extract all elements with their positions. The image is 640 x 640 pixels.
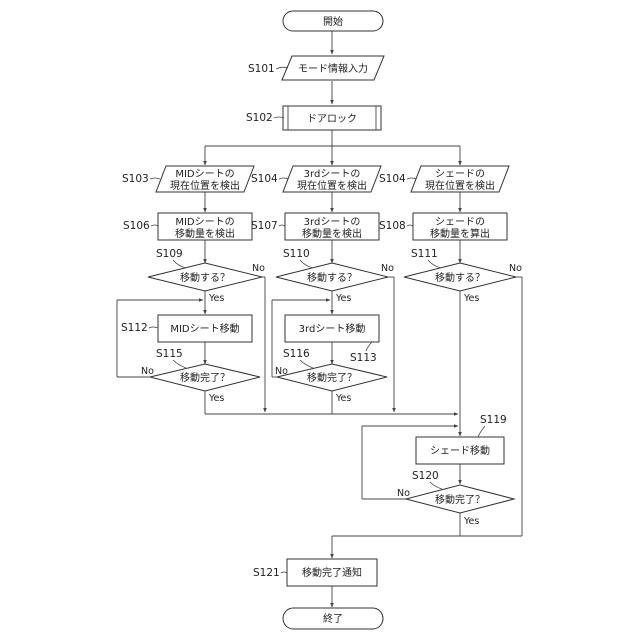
shade-done-no-label: No [397, 488, 410, 499]
mid-done-no-label: No [141, 366, 154, 377]
third-move-node: 3rdシート移動 [285, 315, 379, 342]
shade-amount-node: シェードの 移動量を算出 [413, 213, 507, 240]
step-s120: S120 [412, 470, 439, 482]
step-s103: S103 [122, 173, 149, 185]
third-amount-node: 3rdシートの 移動量を検出 [285, 213, 379, 240]
step-s116: S116 [283, 348, 310, 360]
shade-done-decision: 移動完了？ [406, 485, 514, 513]
shade-move-yes-label: Yes [463, 293, 479, 304]
third-move-yes-label: Yes [335, 293, 351, 304]
start-terminal: 開始 [283, 11, 383, 31]
step-s106: S106 [123, 220, 150, 232]
third-done-decision-label: 移動完了？ [307, 371, 357, 384]
mid-position-label-2: 現在位置を検出 [170, 179, 240, 192]
mid-amount-label-1: MIDシートの [175, 217, 234, 228]
step-s119: S119 [480, 414, 507, 426]
mid-amount-label-2: 移動量を検出 [175, 227, 235, 240]
shade-amount-label-2: 移動量を算出 [430, 227, 490, 240]
shade-move-no-label: No [509, 263, 522, 274]
step-s104-a: S104 [251, 173, 278, 185]
shade-position-node: シェードの 現在位置を検出 [411, 166, 509, 192]
third-position-label-2: 現在位置を検出 [297, 179, 367, 192]
mode-input-label: モード情報入力 [298, 62, 368, 75]
mid-move-yes-label: Yes [208, 293, 224, 304]
shade-move-decision: 移動する？ [404, 263, 516, 291]
third-move-label: 3rdシート移動 [299, 322, 366, 335]
mid-move-node: MIDシート移動 [158, 315, 252, 342]
step-s101: S101 [248, 63, 275, 75]
mid-move-label: MIDシート移動 [170, 322, 239, 335]
shade-position-label-1: シェードの [435, 169, 485, 180]
third-move-no-label: No [381, 263, 394, 274]
third-done-yes-label: Yes [335, 393, 351, 404]
step-s107: S107 [251, 220, 278, 232]
mid-move-decision-label: 移動する？ [180, 271, 230, 284]
mid-amount-node: MIDシートの 移動量を検出 [158, 213, 252, 240]
step-s111: S111 [411, 248, 438, 260]
end-label: 終了 [323, 612, 343, 625]
step-s121: S121 [253, 567, 280, 579]
third-position-label-1: 3rdシートの [304, 169, 361, 180]
step-s112: S112 [121, 322, 148, 334]
third-done-no-label: No [275, 366, 288, 377]
step-s109: S109 [156, 248, 183, 260]
third-move-decision-label: 移動する？ [307, 271, 357, 284]
shade-move-node: シェード移動 [416, 437, 504, 464]
step-s110: S110 [283, 248, 310, 260]
step-s104-b: S104 [379, 173, 406, 185]
door-lock-label: ドアロック [307, 113, 357, 125]
shade-move-label: シェード移動 [430, 444, 490, 457]
step-s115: S115 [156, 348, 183, 360]
shade-move-decision-label: 移動する？ [435, 271, 485, 284]
shade-done-decision-label: 移動完了？ [435, 493, 485, 506]
mid-move-no-label: No [252, 263, 265, 274]
third-done-decision: 移動完了？ [277, 364, 387, 391]
mid-move-decision: 移動する？ [148, 263, 262, 291]
step-s113: S113 [350, 352, 377, 364]
mid-done-yes-label: Yes [208, 393, 224, 404]
start-label: 開始 [323, 15, 343, 28]
mid-position-node: MIDシートの 現在位置を検出 [156, 166, 254, 192]
step-s108: S108 [379, 220, 406, 232]
door-lock-node: ドアロック [283, 106, 381, 130]
shade-position-label-2: 現在位置を検出 [425, 179, 495, 192]
mode-input-node: モード情報入力 [282, 56, 384, 80]
end-terminal: 終了 [283, 608, 383, 629]
notify-node: 移動完了通知 [287, 559, 377, 586]
shade-done-yes-label: Yes [463, 516, 479, 527]
third-move-decision: 移動する？ [276, 263, 388, 291]
third-amount-label-2: 移動量を検出 [302, 227, 362, 240]
third-amount-label-1: 3rdシートの [304, 217, 361, 228]
notify-label: 移動完了通知 [302, 566, 362, 579]
shade-amount-label-1: シェードの [435, 217, 485, 228]
step-s102: S102 [246, 112, 273, 124]
mid-done-decision-label: 移動完了？ [180, 371, 230, 384]
mid-done-decision: 移動完了？ [150, 364, 260, 391]
third-position-node: 3rdシートの 現在位置を検出 [283, 166, 381, 192]
mid-position-label-1: MIDシートの [175, 169, 234, 180]
